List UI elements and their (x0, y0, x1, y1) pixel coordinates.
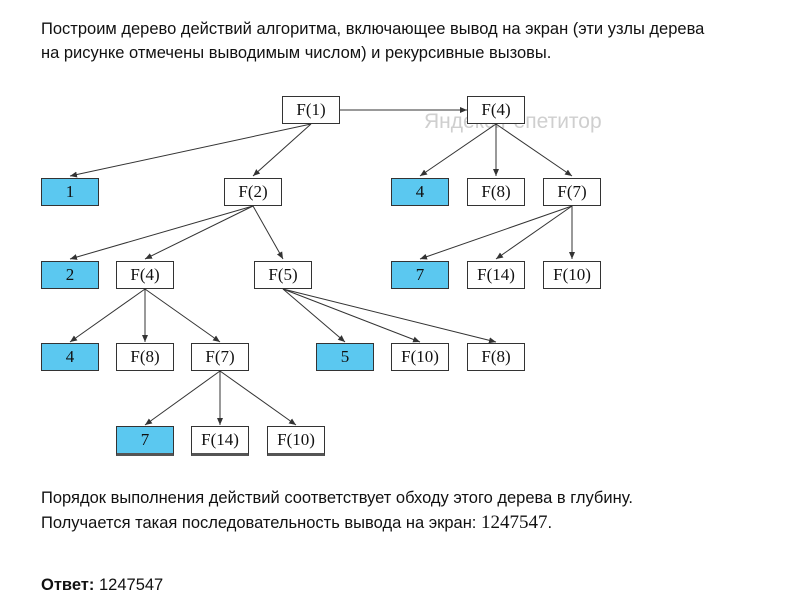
answer: Ответ: 1247547 (41, 573, 163, 597)
edge (282, 288, 497, 344)
intro-line-1: Построим дерево действий алгоритма, вклю… (41, 20, 705, 38)
outro-line-2: Получается такая последовательность выво… (41, 511, 552, 535)
tree-node-f10: F(10) (391, 343, 449, 371)
tree-node-output-7: 7 (391, 261, 449, 289)
edge (495, 205, 573, 260)
tree-node-output-2: 2 (41, 261, 99, 289)
tree-node-f8: F(8) (467, 343, 525, 371)
tree-node-f7: F(7) (191, 343, 249, 371)
edge (252, 205, 284, 260)
tree-node-f4-top: F(4) (467, 96, 525, 124)
edge (252, 123, 312, 177)
edge (144, 370, 221, 426)
tree-node-f14: F(14) (467, 261, 525, 289)
tree-node-f10: F(10) (267, 426, 325, 456)
edge (419, 205, 573, 260)
tree-node-f8: F(8) (116, 343, 174, 371)
tree-node-output-5: 5 (316, 343, 374, 371)
edge (144, 205, 254, 260)
outro-line-2-suffix: . (547, 514, 553, 532)
outro-line-2-prefix: Получается такая последовательность выво… (41, 514, 481, 532)
tree-node-f14: F(14) (191, 426, 249, 456)
edge (144, 288, 221, 343)
edge (282, 288, 346, 343)
edge (219, 370, 297, 426)
tree-node-f1: F(1) (282, 96, 340, 124)
tree-node-f10: F(10) (543, 261, 601, 289)
tree-node-f7: F(7) (543, 178, 601, 206)
tree-node-output-4: 4 (41, 343, 99, 371)
tree-node-output-7: 7 (116, 426, 174, 456)
answer-value: 1247547 (98, 576, 164, 594)
tree-node-output-4: 4 (391, 178, 449, 206)
edge (282, 288, 421, 343)
edge (69, 123, 312, 178)
tree-node-f8: F(8) (467, 178, 525, 206)
edge (495, 123, 573, 177)
tree-node-f5: F(5) (254, 261, 312, 289)
intro-line-2: на рисунке отмечены выводимым числом) и … (41, 44, 552, 62)
tree-node-output-1: 1 (41, 178, 99, 206)
edge (419, 123, 497, 177)
edge (69, 205, 254, 260)
edge (69, 288, 146, 343)
output-sequence: 1247547 (480, 512, 548, 533)
outro-line-1: Порядок выполнения действий соответствуе… (41, 489, 633, 507)
tree-node-f4: F(4) (116, 261, 174, 289)
answer-label: Ответ: (41, 576, 95, 594)
tree-node-f2: F(2) (224, 178, 282, 206)
